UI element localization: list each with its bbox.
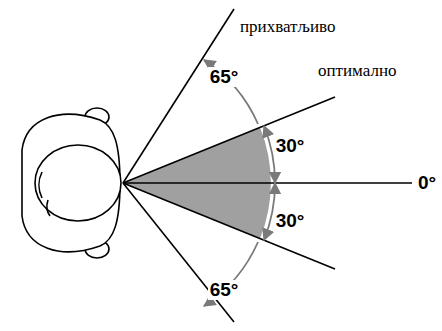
- hair-line: [47, 200, 50, 216]
- angle-label: 65°: [208, 280, 241, 301]
- lower-65-arc: [204, 242, 258, 306]
- angle-label: 0°: [416, 173, 438, 194]
- zone-label: оптимално: [318, 62, 397, 81]
- angle-arcs: [204, 60, 275, 306]
- sight-lines: [123, 9, 412, 322]
- zero-line: [123, 182, 412, 184]
- lower-30-line: [123, 183, 335, 269]
- upper-30-line: [123, 97, 335, 183]
- lower-65-line: [123, 183, 234, 322]
- person-figure: [22, 108, 121, 258]
- angle-label: 65°: [208, 67, 241, 88]
- zone-label: прихватљиво: [240, 18, 335, 37]
- upper-65-arc: [204, 60, 258, 124]
- head-outline: [35, 145, 121, 221]
- hair-line: [39, 172, 42, 198]
- angle-label: 30°: [274, 136, 307, 157]
- upper-65-line: [123, 9, 234, 183]
- angle-label: 30°: [274, 211, 307, 232]
- shoulders-outline: [22, 114, 120, 252]
